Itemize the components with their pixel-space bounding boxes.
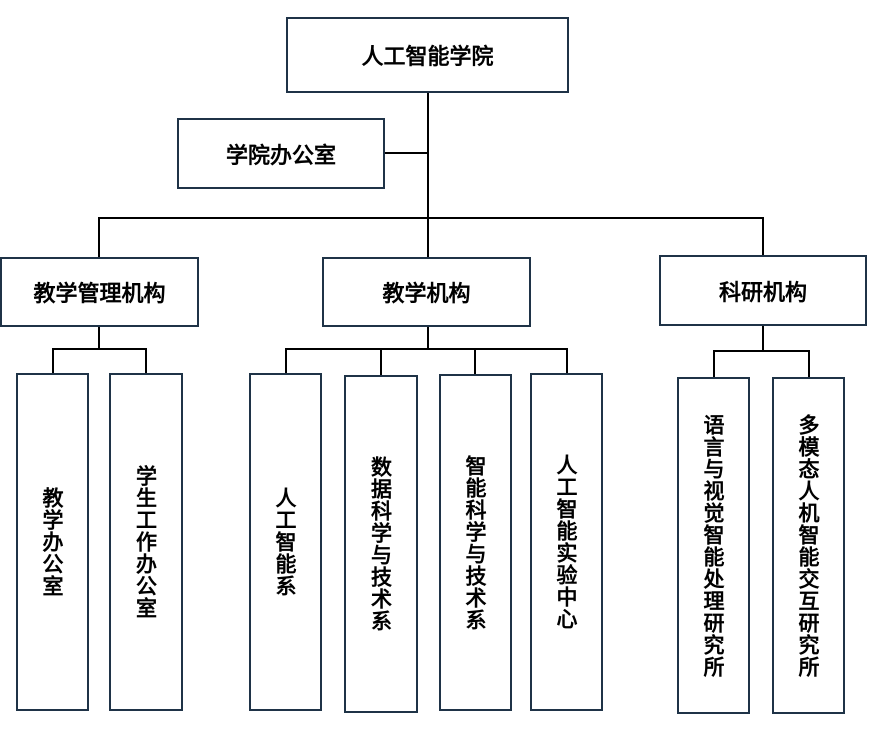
office-node: 学院办公室 bbox=[177, 118, 385, 189]
admin-branch-label: 教学管理机构 bbox=[33, 281, 166, 307]
connector-teaching-drop bbox=[427, 217, 429, 258]
connector-admin-child-2 bbox=[145, 348, 147, 374]
connector-teaching-bar bbox=[285, 348, 568, 350]
research-branch-node: 科研机构 bbox=[659, 255, 867, 326]
language-vision-institute-node: 语言与视觉智能处理研究所 bbox=[677, 377, 750, 714]
intelligence-science-department-node: 智能科学与技术系 bbox=[439, 374, 512, 711]
connector-admin-child-1 bbox=[52, 348, 54, 374]
office-label: 学院办公室 bbox=[225, 142, 336, 169]
connector-teaching-stem bbox=[427, 326, 429, 350]
multimodal-interaction-institute-label: 多模态人机智能交互研究所 bbox=[796, 413, 821, 678]
connector-research-stem bbox=[762, 325, 764, 352]
root-label: 人工智能学院 bbox=[361, 44, 494, 70]
connector-teaching-child-3 bbox=[474, 348, 476, 375]
ai-department-label: 人工智能系 bbox=[273, 487, 298, 597]
teaching-branch-node: 教学机构 bbox=[322, 257, 531, 327]
intelligence-science-department-label: 智能科学与技术系 bbox=[463, 454, 488, 631]
connector-root-trunk bbox=[427, 92, 429, 219]
root-node: 人工智能学院 bbox=[286, 17, 569, 93]
data-science-department-node: 数据科学与技术系 bbox=[344, 375, 418, 713]
admin-branch-node: 教学管理机构 bbox=[0, 257, 199, 327]
student-affairs-office-node: 学生工作办公室 bbox=[109, 373, 183, 711]
connector-admin-bar bbox=[52, 348, 147, 350]
ai-lab-center-label: 人工智能实验中心 bbox=[554, 454, 579, 630]
connector-research-child-2 bbox=[808, 350, 810, 378]
ai-lab-center-node: 人工智能实验中心 bbox=[530, 373, 603, 711]
connector-research-bar bbox=[713, 350, 810, 352]
multimodal-interaction-institute-node: 多模态人机智能交互研究所 bbox=[772, 377, 845, 714]
connector-admin-drop bbox=[98, 217, 100, 258]
connector-office bbox=[384, 152, 428, 154]
teaching-office-label: 教学办公室 bbox=[40, 487, 65, 597]
connector-admin-stem bbox=[98, 326, 100, 350]
connector-research-child-1 bbox=[713, 350, 715, 378]
connector-teaching-child-1 bbox=[285, 348, 287, 374]
student-affairs-office-label: 学生工作办公室 bbox=[133, 465, 159, 619]
connector-branch-bar bbox=[98, 217, 764, 219]
connector-teaching-child-2 bbox=[380, 348, 382, 376]
research-branch-label: 科研机构 bbox=[718, 279, 807, 306]
teaching-branch-label: 教学机构 bbox=[382, 281, 471, 307]
language-vision-institute-label: 语言与视觉智能处理研究所 bbox=[701, 413, 726, 678]
data-science-department-label: 数据科学与技术系 bbox=[368, 456, 394, 632]
teaching-office-node: 教学办公室 bbox=[16, 373, 89, 711]
connector-research-drop bbox=[762, 217, 764, 257]
ai-department-node: 人工智能系 bbox=[249, 373, 322, 711]
connector-teaching-child-4 bbox=[566, 348, 568, 374]
